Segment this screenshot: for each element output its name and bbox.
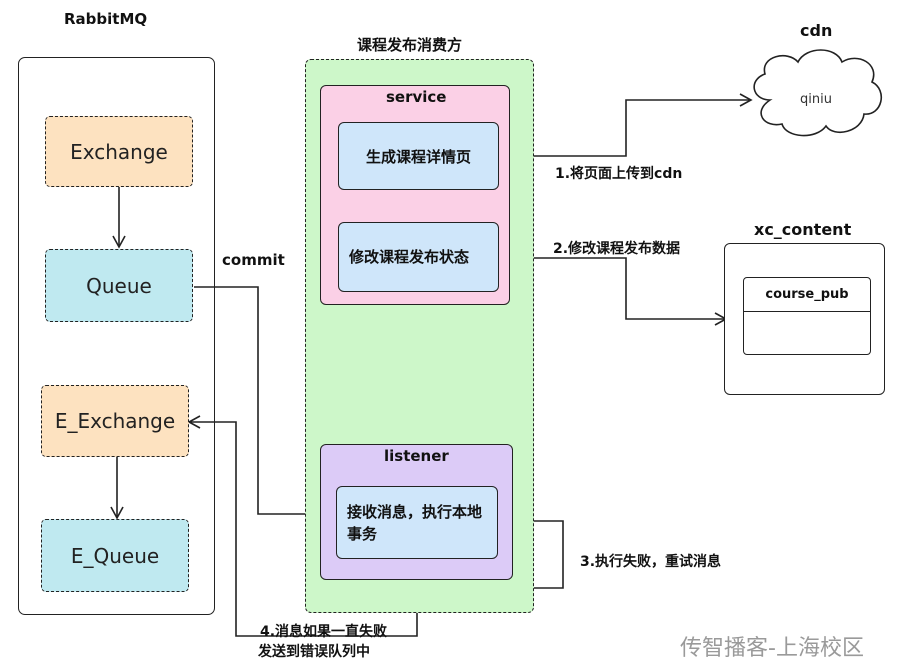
- watermark: 传智播客-上海校区: [680, 636, 864, 661]
- queue-node: Queue: [45, 249, 193, 322]
- update-db-label: 2.修改课程发布数据: [553, 241, 681, 257]
- e-queue-node: E_Queue: [41, 519, 189, 592]
- exchange-node: Exchange: [45, 116, 193, 187]
- edge-update-db: [499, 257, 728, 326]
- receive-node: 接收消息，执行本地事务: [336, 486, 498, 559]
- gen-detail-node: 生成课程详情页: [338, 122, 499, 190]
- error-queue-label-2: 发送到错误队列中: [258, 644, 370, 660]
- listener-title: listener: [384, 447, 449, 465]
- service-title: service: [386, 88, 447, 106]
- edge-upload-cdn: [499, 93, 753, 157]
- xc-content-title: xc_content: [754, 220, 852, 239]
- retry-label: 3.执行失败，重试消息: [580, 554, 722, 570]
- update-status-node: 修改课程发布状态: [338, 222, 499, 292]
- rabbitmq-title: RabbitMQ: [64, 10, 148, 28]
- cdn-cloud-label: qiniu: [800, 92, 832, 107]
- cdn-cloud-shape: [753, 49, 883, 137]
- course-pub-header: course_pub: [744, 278, 870, 312]
- consumer-title: 课程发布消费方: [357, 36, 463, 54]
- course-pub-table: course_pub: [743, 277, 871, 355]
- e-exchange-node: E_Exchange: [41, 385, 189, 457]
- edge-queue-to-listener: [194, 286, 321, 521]
- commit-label: commit: [222, 251, 285, 269]
- cdn-title: cdn: [800, 21, 833, 40]
- upload-cdn-label: 1.将页面上传到cdn: [555, 166, 683, 182]
- rabbitmq-container: [18, 57, 215, 615]
- error-queue-label-1: 4.消息如果一直失败: [260, 624, 388, 640]
